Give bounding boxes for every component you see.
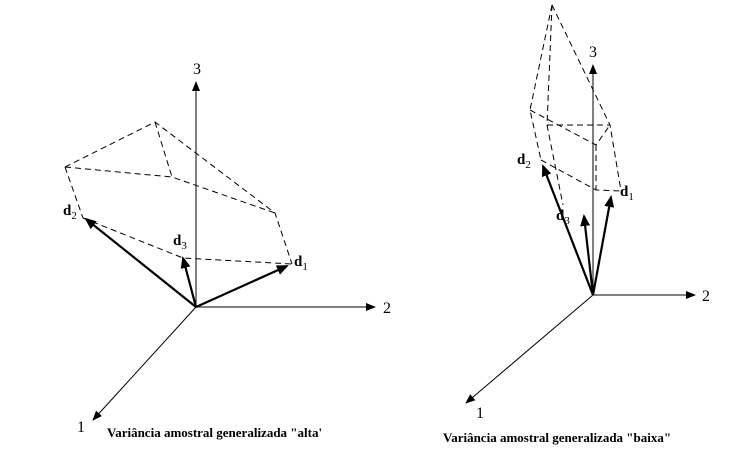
left-axis-2-label: 2 (383, 300, 391, 317)
right-parallelepiped (529, 4, 622, 206)
left-axis-1-label: 1 (77, 419, 85, 436)
left-diagram: 3 2 1 d1 d2 d3 Variância amostral genera… (63, 61, 391, 440)
right-axis-1-label: 1 (476, 405, 484, 422)
right-label-d3: d3 (556, 208, 570, 227)
left-vector-d1 (195, 264, 289, 309)
right-caption: Variância amostral generalizada "baixa" (443, 430, 671, 445)
right-diagram: 3 2 1 d1 d2 d3 Variância amostral genera… (443, 4, 710, 445)
right-label-d2: d2 (517, 152, 531, 171)
left-axis-1 (92, 306, 197, 421)
left-parallelepiped (64, 121, 293, 265)
left-vector-d3 (180, 256, 198, 308)
right-axis-2-label: 2 (702, 288, 710, 305)
left-label-d3: d3 (173, 233, 187, 252)
left-vector-d2 (84, 217, 197, 308)
right-vector-d2 (541, 164, 595, 296)
left-label-d2: d2 (63, 203, 77, 222)
right-axis-1 (465, 294, 594, 404)
right-vector-d1 (591, 195, 615, 296)
right-vector-d3 (580, 214, 595, 296)
right-axis-3-label: 3 (589, 44, 597, 61)
left-label-d1: d1 (294, 254, 308, 273)
right-label-d1: d1 (620, 184, 634, 203)
left-axis-3-label: 3 (193, 61, 201, 78)
left-caption: Variância amostral generalizada "alta' (107, 425, 322, 440)
